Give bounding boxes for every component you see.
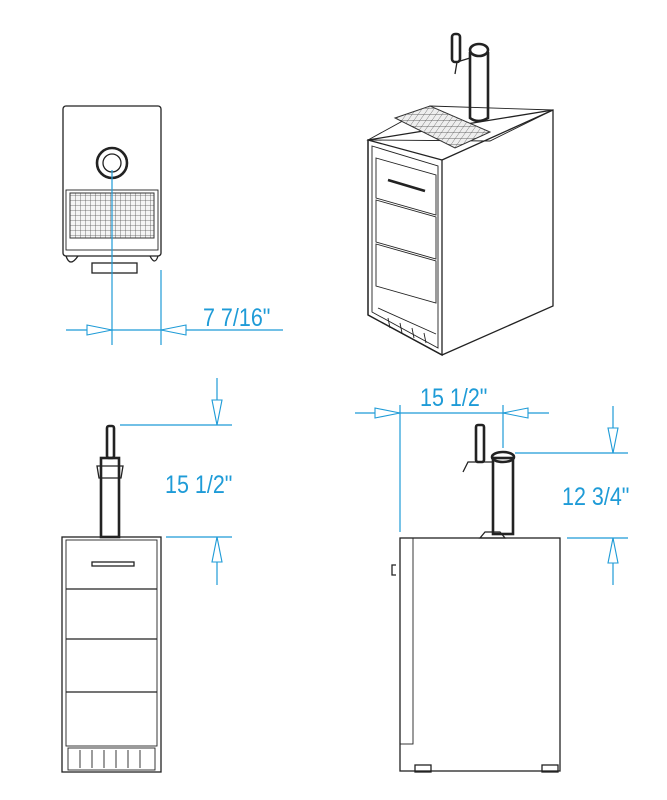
side-body [399, 537, 561, 772]
arrow-right [86, 324, 113, 336]
iso-top-grille [393, 105, 492, 149]
top-offset-dimension [66, 170, 283, 345]
front-tower [96, 424, 124, 539]
iso-front-face [367, 139, 443, 357]
iso-outline [367, 109, 554, 356]
isometric-view [366, 32, 554, 357]
side-depth-label: 15 1/2" [420, 384, 488, 412]
top-view-foot-left [65, 255, 79, 263]
iso-tower [450, 32, 490, 123]
side-tower [462, 423, 516, 536]
top-view-drip-tray [91, 262, 138, 274]
side-door-edge [399, 537, 414, 745]
iso-door-frame [371, 145, 439, 349]
iso-top-edge [441, 109, 554, 161]
front-tower-dimension [120, 378, 232, 585]
iso-handle [387, 178, 426, 193]
side-foot-front [414, 764, 432, 773]
iso-base-vent [377, 307, 437, 344]
side-tap-handle [474, 423, 486, 464]
front-door [65, 539, 158, 747]
side-depth-dimension [355, 405, 549, 532]
front-base-vent [67, 747, 156, 771]
front-view [61, 424, 162, 773]
side-handle [391, 564, 396, 576]
side-tower-height-label: 12 3/4" [562, 483, 630, 511]
front-handle [91, 561, 135, 567]
side-tower-dimension [515, 406, 628, 585]
iso-drawers [375, 157, 437, 304]
front-tower-height-label: 15 1/2" [165, 471, 233, 499]
iso-tap-handle [450, 32, 462, 64]
side-foot-back [541, 764, 559, 773]
top-offset-label: 7 7/16" [203, 304, 271, 332]
arrow-left [160, 324, 187, 336]
front-body [61, 536, 162, 773]
top-view-foot-right [149, 255, 159, 262]
side-tower-base [478, 531, 507, 539]
side-view [391, 423, 561, 773]
front-tap-handle [105, 424, 116, 460]
top-view-tower-inner [102, 153, 122, 173]
